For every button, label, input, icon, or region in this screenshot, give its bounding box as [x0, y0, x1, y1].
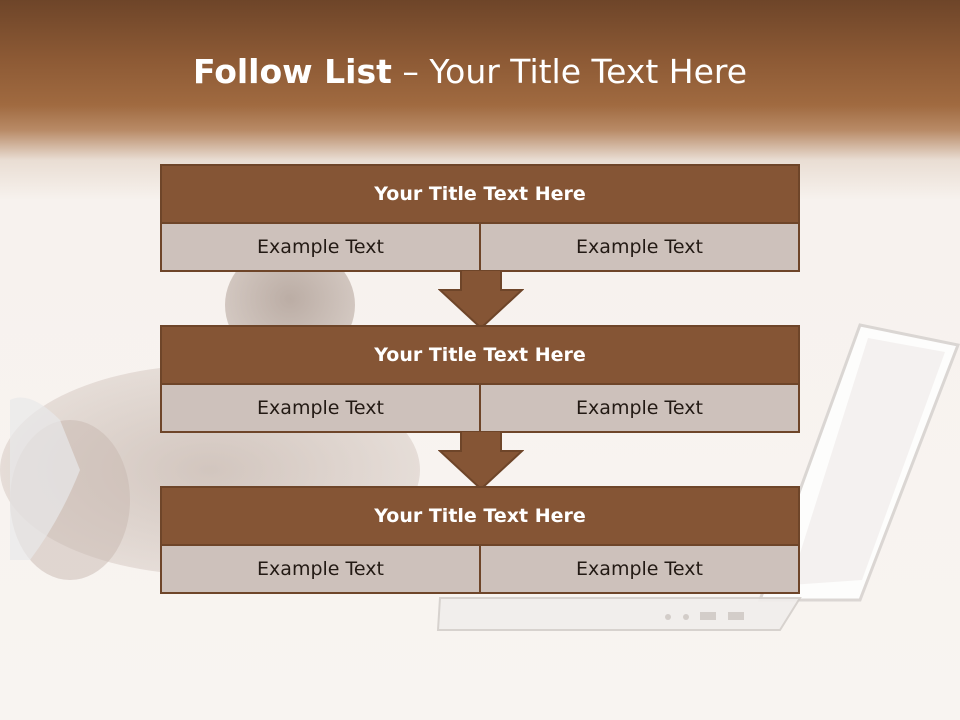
down-arrow-icon: [438, 270, 524, 330]
laptop-port-4: [665, 614, 671, 620]
diaper-shape: [10, 397, 80, 560]
down-arrow-icon: [438, 431, 524, 491]
step-2-row: Example Text Example Text: [162, 385, 798, 431]
laptop-base-shape: [436, 597, 802, 631]
laptop-port-1: [700, 612, 716, 620]
laptop-port-3: [683, 614, 689, 620]
step-block-3: Your Title Text Here Example Text Exampl…: [160, 486, 800, 594]
step-block-1: Your Title Text Here Example Text Exampl…: [160, 164, 800, 272]
step-3-row: Example Text Example Text: [162, 546, 798, 592]
step-block-2: Your Title Text Here Example Text Exampl…: [160, 325, 800, 433]
slide-title: Follow List – Your Title Text Here: [0, 52, 940, 91]
step-3-right-cell: Example Text: [479, 546, 798, 592]
step-2-right-cell: Example Text: [479, 385, 798, 431]
laptop-port-2: [728, 612, 744, 620]
slide-title-bold: Follow List: [192, 52, 392, 91]
laptop-screen-inner: [790, 338, 945, 585]
step-1-right-cell: Example Text: [479, 224, 798, 270]
step-1-row: Example Text Example Text: [162, 224, 798, 270]
step-1-left-cell: Example Text: [162, 224, 479, 270]
step-2-title: Your Title Text Here: [162, 327, 798, 385]
slide-title-rest: – Your Title Text Here: [391, 52, 748, 91]
step-3-left-cell: Example Text: [162, 546, 479, 592]
step-2-left-cell: Example Text: [162, 385, 479, 431]
step-3-title: Your Title Text Here: [162, 488, 798, 546]
step-1-title: Your Title Text Here: [162, 166, 798, 224]
